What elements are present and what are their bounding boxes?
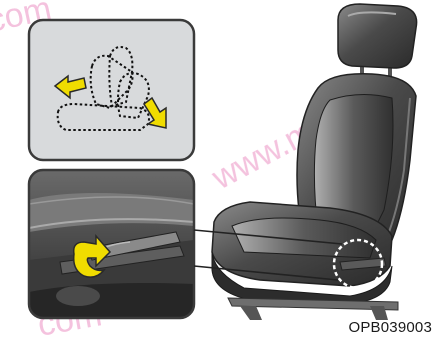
headrest xyxy=(338,4,417,68)
figure-code: OPB039003 xyxy=(348,319,432,336)
motion-inset-panel xyxy=(29,20,194,160)
lever-inset-panel xyxy=(29,170,194,318)
